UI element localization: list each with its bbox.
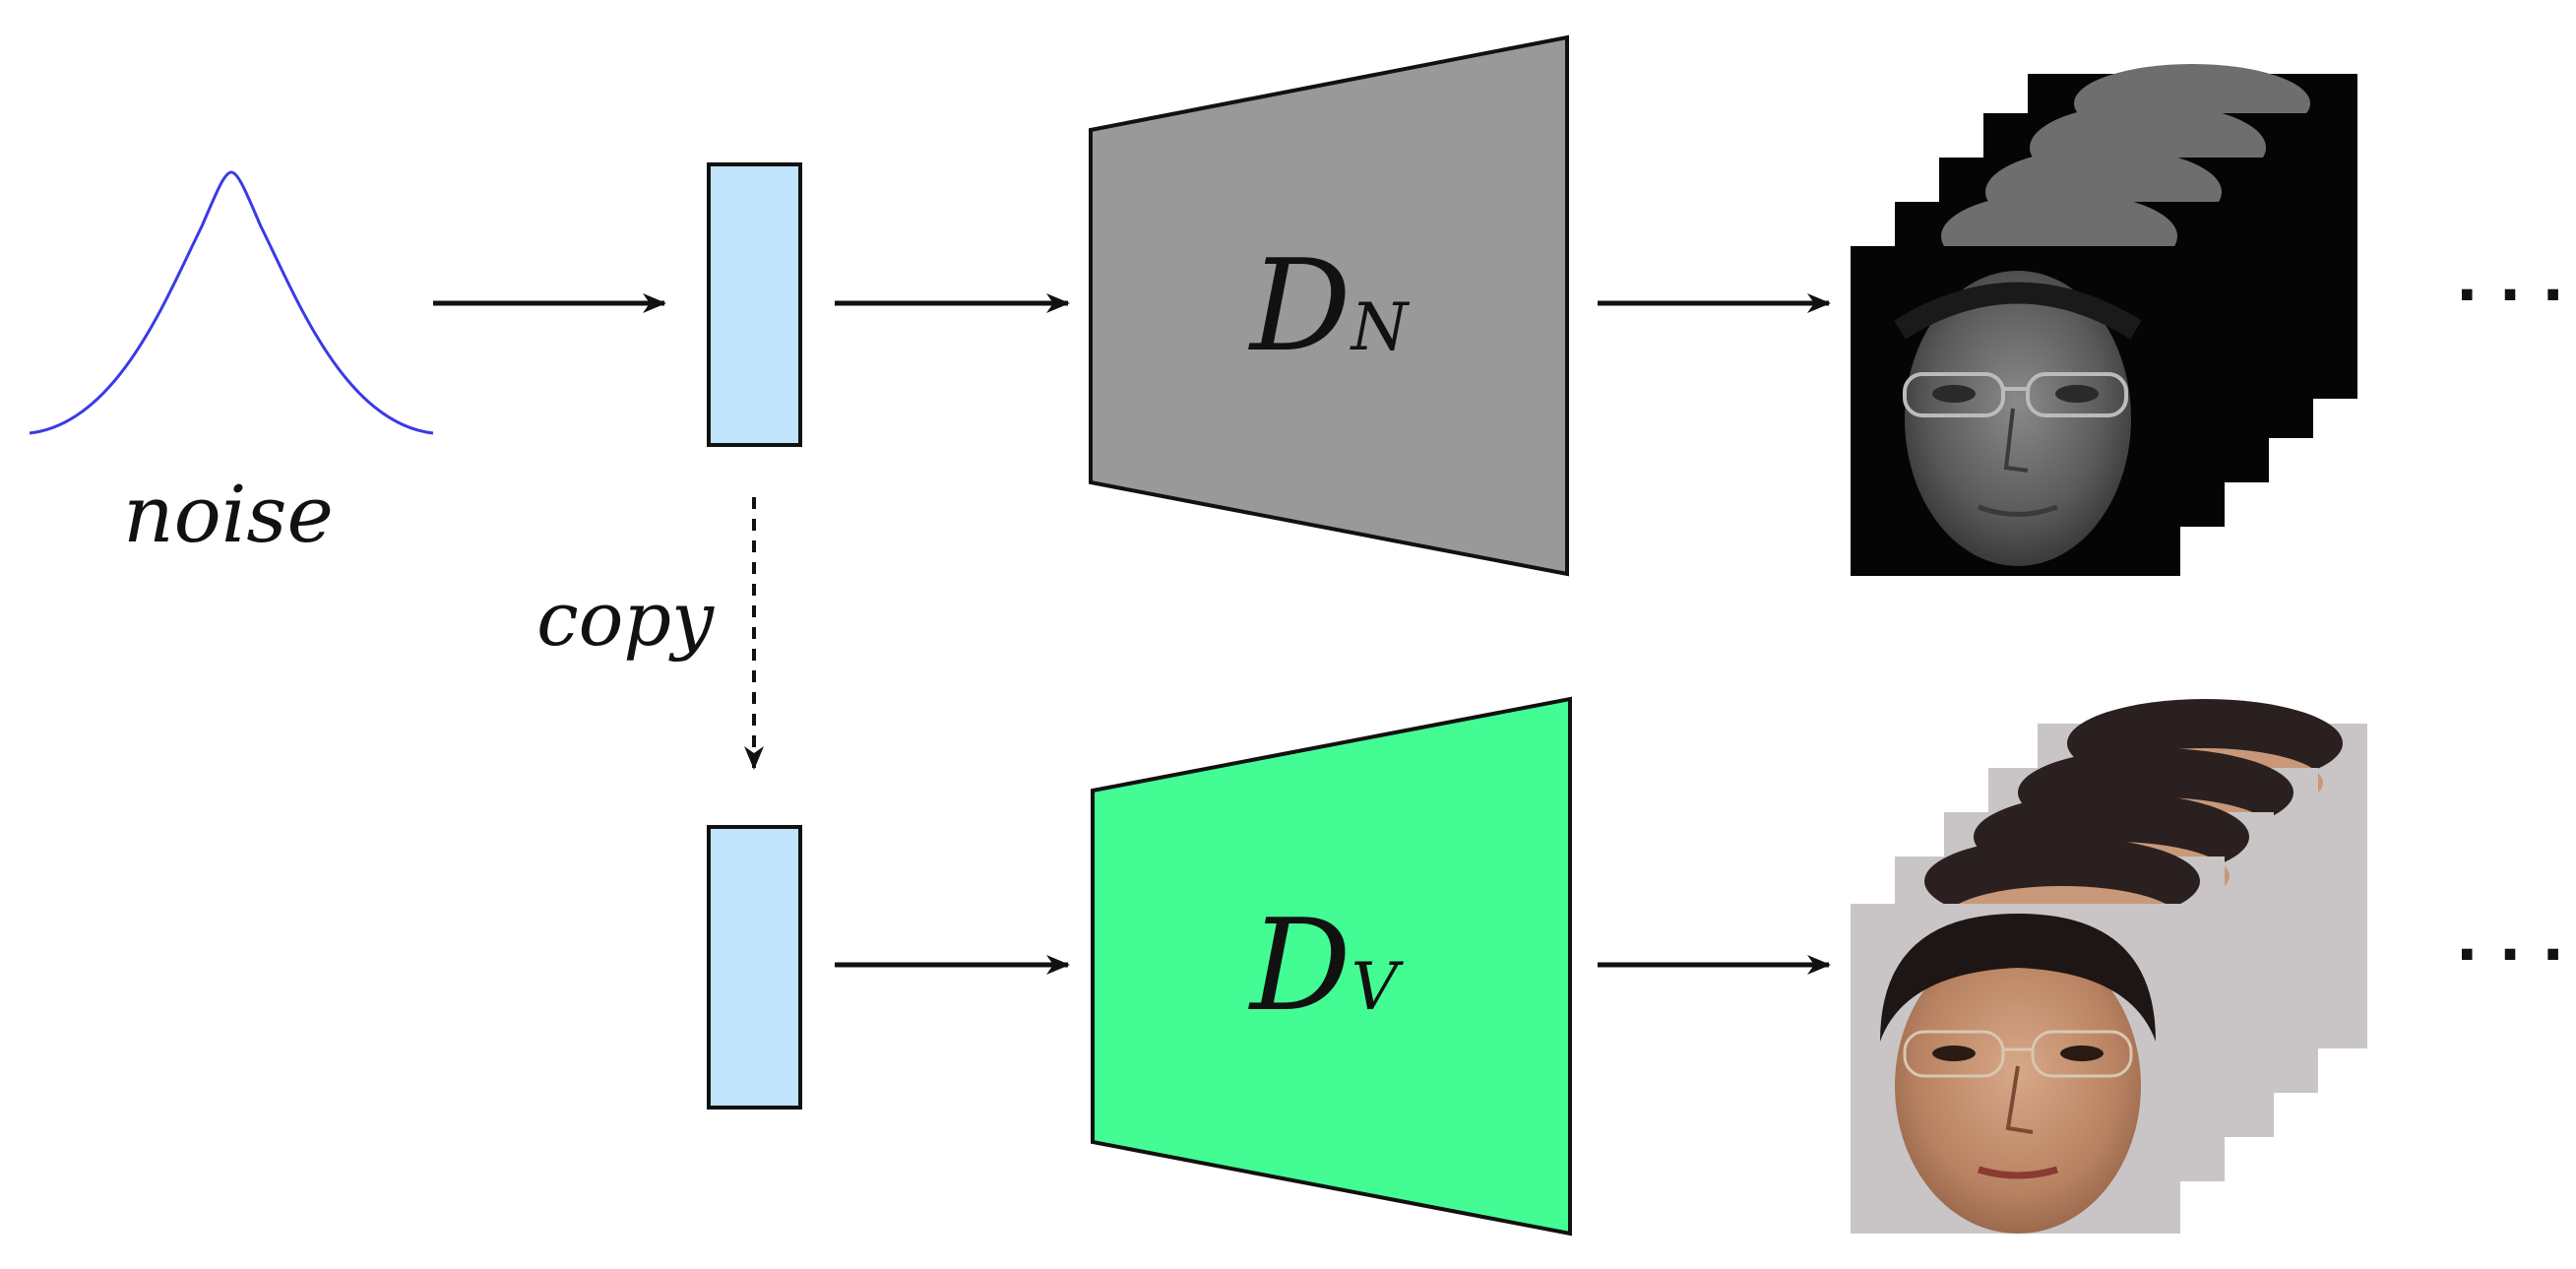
decoder-vis-label: DV — [1248, 893, 1405, 1040]
vis-face-image — [1851, 904, 2180, 1234]
noise-label: noise — [123, 469, 334, 560]
latent-vector-bottom — [707, 825, 802, 1110]
vis-face-stack — [1851, 699, 2367, 1234]
decoder-vis — [1091, 696, 1572, 1237]
decoder-nir — [1089, 34, 1569, 577]
copy-label: copy — [536, 575, 715, 663]
ellipsis-vis: · · · — [2456, 920, 2564, 989]
nir-face-image — [1851, 246, 2180, 576]
decoder-nir-label: DN — [1248, 233, 1411, 380]
ellipsis-nir: · · · — [2456, 261, 2564, 330]
nir-face-stack — [1851, 64, 2357, 576]
gaussian-curve-icon — [29, 170, 434, 435]
latent-vector-top — [707, 162, 802, 447]
